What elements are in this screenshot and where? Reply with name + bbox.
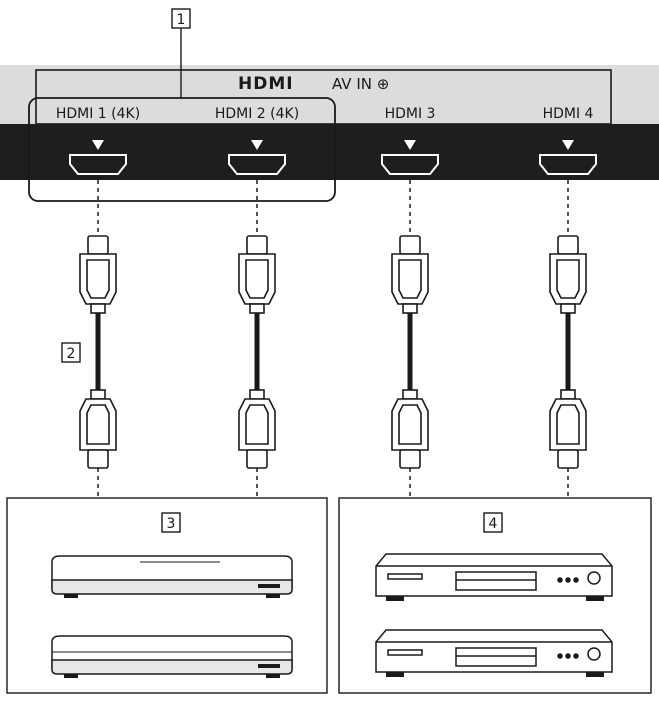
hdmi-socket-icon	[381, 154, 439, 175]
dashed-links-top	[97, 180, 569, 236]
port-label-hdmi4: HDMI 4	[543, 106, 594, 122]
hdmi-plug-bottom	[391, 389, 429, 469]
callout-1-label: 1	[177, 12, 186, 28]
hdmi-plug-bottom	[549, 389, 587, 469]
hdmi-plug-top	[391, 235, 429, 314]
hdmi-logo: HDMI	[238, 74, 294, 94]
hdmi-plug-bottom	[79, 389, 117, 469]
hdmi-plug-top	[238, 235, 276, 314]
slim-player-icon	[51, 635, 293, 678]
hdmi-port-1[interactable]	[69, 140, 127, 175]
hdmi-plug-top	[79, 235, 117, 314]
hdmi-cable-4	[549, 235, 587, 469]
hdmi-plug-bottom	[238, 389, 276, 469]
vcr-player-icon	[375, 553, 613, 601]
callout-3-label: 3	[167, 516, 176, 532]
hdmi-port-4[interactable]	[539, 140, 597, 175]
dashed-links-bottom	[97, 468, 569, 498]
port-label-hdmi2: HDMI 2 (4K)	[215, 106, 299, 122]
port-label-hdmi1: HDMI 1 (4K)	[56, 106, 140, 122]
port-label-hdmi3: HDMI 3	[385, 106, 436, 122]
hdmi-port-2[interactable]	[228, 140, 286, 175]
vcr-player-icon	[375, 629, 613, 677]
hdmi-cable-2	[238, 235, 276, 469]
callout-3-box	[161, 512, 181, 533]
ports-4k-highlight	[28, 97, 336, 202]
port-indicator-icon	[251, 140, 263, 150]
callout-2-label: 2	[67, 346, 76, 362]
callout-1-box	[171, 8, 191, 29]
slim-player-icon	[51, 555, 293, 598]
callout-4-box	[483, 512, 503, 533]
hdmi-cable-3	[391, 235, 429, 469]
hdmi-cable-1	[79, 235, 117, 469]
port-indicator-icon	[562, 140, 574, 150]
callout-4-label: 4	[489, 516, 498, 532]
port-indicator-icon	[404, 140, 416, 150]
callout-2-box	[61, 342, 81, 363]
hdmi-socket-icon	[69, 154, 127, 175]
hdmi-socket-icon	[539, 154, 597, 175]
hdmi-port-3[interactable]	[381, 140, 439, 175]
port-indicator-icon	[92, 140, 104, 150]
hdmi-socket-icon	[228, 154, 286, 175]
hdmi-plug-top	[549, 235, 587, 314]
av-in-label: AV IN ⊕	[332, 75, 389, 93]
